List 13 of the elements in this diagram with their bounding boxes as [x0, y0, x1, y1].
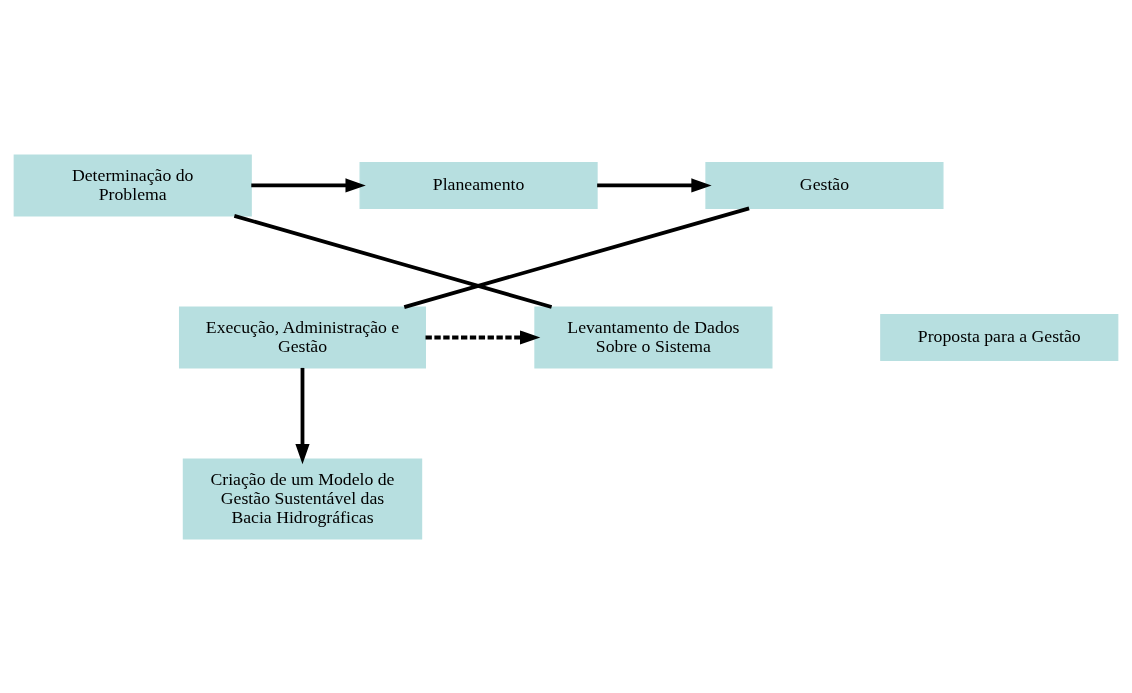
node-box: Execução, Administração e Gestão [178, 305, 426, 369]
node-box: Planeamento [359, 161, 598, 209]
node-box: Determinação do Problema [13, 153, 252, 216]
connector [233, 213, 553, 309]
arrow [251, 177, 366, 193]
node-box: Gestão [705, 161, 944, 209]
node-box: Proposta para a Gestão [880, 313, 1119, 361]
node-box: Levantamento de Dados Sobre o Sistema [534, 305, 773, 369]
arrow [597, 177, 712, 193]
node-box: Criação de um Modelo de Gestão Sustentável das Bacia Hidrográficas [182, 458, 423, 540]
arrow [295, 367, 310, 464]
connector [403, 206, 750, 309]
arrow [425, 329, 541, 345]
